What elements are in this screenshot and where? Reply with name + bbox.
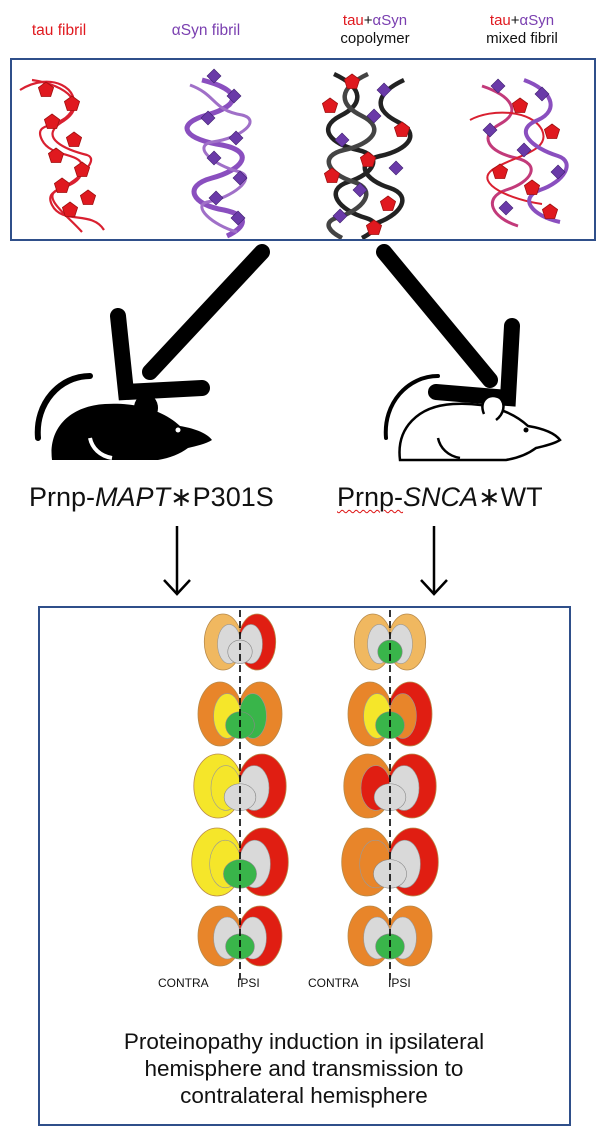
copolymer-label: tau+αSyn copolymer xyxy=(305,12,445,48)
copolymer-icon xyxy=(321,71,413,241)
copolymer-asyn: αSyn xyxy=(372,12,408,29)
brain-left-section-1-core xyxy=(227,639,253,664)
brain-right-section-1-core xyxy=(377,639,403,664)
white-mouse-icon xyxy=(383,374,562,462)
left-mouse-label: Prnp-MAPT∗P301S xyxy=(29,482,274,512)
fibril-illustrations xyxy=(19,68,569,241)
caption-line-3: contralateral hemisphere xyxy=(180,1083,428,1108)
mixed-fibril-icon xyxy=(469,78,569,228)
arrow-to-left-mouse-icon xyxy=(110,244,270,401)
down-arrow-left-icon xyxy=(163,526,191,596)
brain-maps xyxy=(191,610,439,980)
small-arrows xyxy=(163,526,448,596)
mixed-asyn: αSyn xyxy=(519,12,555,29)
right-contra-label: CONTRA xyxy=(308,976,359,990)
fibril-panel xyxy=(10,58,596,241)
black-mouse-icon xyxy=(34,373,213,460)
down-arrow-right-icon xyxy=(420,526,448,596)
asyn-fibril-label: αSyn fibril xyxy=(171,22,241,39)
asyn-fibril-icon xyxy=(184,68,252,239)
copolymer-plus: + xyxy=(363,12,373,29)
copolymer-line2: copolymer xyxy=(340,30,410,47)
caption: Proteinopathy induction in ipsilateral h… xyxy=(42,1028,566,1109)
brain-panel: CONTRA IPSI CONTRA IPSI Proteinopathy in… xyxy=(38,606,571,1126)
mixed-plus: + xyxy=(510,12,520,29)
left-contra-label: CONTRA xyxy=(158,976,209,990)
caption-line-2: hemisphere and transmission to xyxy=(144,1056,464,1081)
left-ipsi-label: IPSI xyxy=(237,976,260,990)
right-mouse-label: Prnp-SNCA∗WT xyxy=(337,482,543,512)
tau-fibril-icon xyxy=(19,78,105,233)
mixed-line2: mixed fibril xyxy=(486,30,558,47)
copolymer-tau: tau xyxy=(342,12,364,29)
tau-fibril-label: tau fibril xyxy=(31,22,87,39)
mixed-tau: tau xyxy=(489,12,511,29)
mixed-fibril-label: tau+αSyn mixed fibril xyxy=(452,12,592,48)
big-arrows xyxy=(110,244,520,407)
right-ipsi-label: IPSI xyxy=(388,976,411,990)
caption-line-1: Proteinopathy induction in ipsilateral xyxy=(123,1029,485,1054)
arrow-to-right-mouse-icon xyxy=(376,244,520,407)
